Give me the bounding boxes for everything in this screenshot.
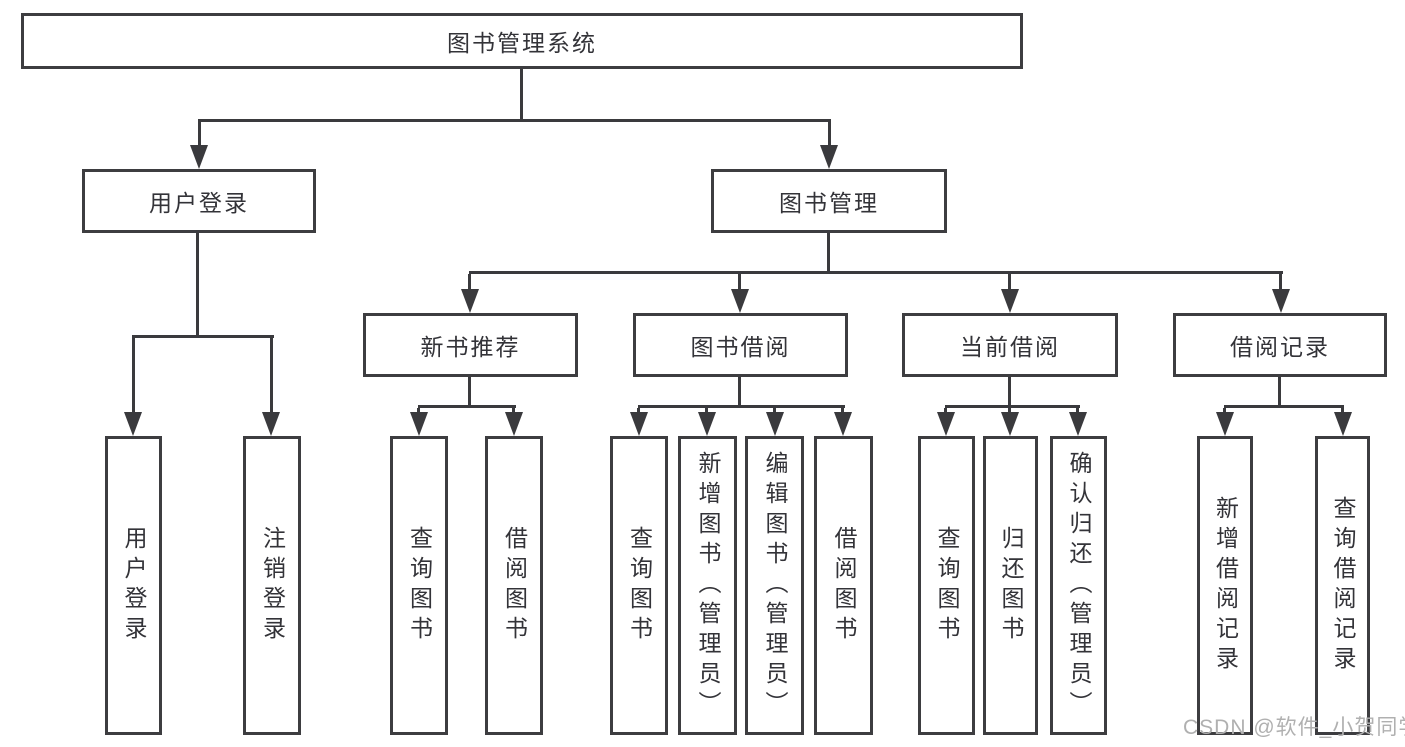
arrow-down-icon (1272, 289, 1290, 313)
connector-line (944, 408, 947, 414)
leaf-query-borrow-record: 查询借阅记录 (1315, 436, 1370, 735)
watermark: CSDN @软件_小贺同学 (1183, 716, 1405, 739)
connector-line (469, 271, 1283, 274)
connector-line (198, 122, 201, 148)
connector-line (841, 408, 844, 414)
arrow-down-icon (834, 412, 852, 436)
connector-line (637, 408, 640, 414)
connector-line (773, 408, 776, 414)
connector-line (132, 335, 274, 338)
leaf-borrow-books-borrowing: 借阅图书 (814, 436, 873, 735)
connector-line (417, 408, 420, 414)
connector-line (132, 338, 135, 414)
connector-line (638, 405, 845, 408)
node-borrowing-records: 借阅记录 (1173, 313, 1387, 377)
arrow-down-icon (1069, 412, 1087, 436)
connector-line (270, 338, 273, 414)
arrow-down-icon (505, 412, 523, 436)
arrow-down-icon (190, 145, 208, 169)
leaf-confirm-return-admin: 确认归还（管理员） (1050, 436, 1107, 735)
node-new-book-recommend: 新书推荐 (363, 313, 578, 377)
leaf-query-books-current: 查询图书 (918, 436, 975, 735)
connector-line (705, 408, 708, 414)
arrow-down-icon (410, 412, 428, 436)
arrow-down-icon (1334, 412, 1352, 436)
connector-line (418, 405, 516, 408)
connector-line (1008, 274, 1011, 292)
connector-line (1279, 274, 1282, 292)
connector-line (828, 122, 831, 148)
leaf-logout: 注销登录 (243, 436, 301, 735)
connector-line (827, 233, 830, 273)
arrow-down-icon (630, 412, 648, 436)
arrow-down-icon (124, 412, 142, 436)
node-root: 图书管理系统 (21, 13, 1023, 69)
leaf-query-books-recommend: 查询图书 (390, 436, 448, 735)
connector-line (468, 377, 471, 407)
leaf-query-books-borrowing: 查询图书 (610, 436, 668, 735)
connector-line (1008, 408, 1011, 414)
node-user-login: 用户登录 (82, 169, 316, 233)
leaf-return-books: 归还图书 (983, 436, 1038, 735)
leaf-user-login: 用户登录 (105, 436, 162, 735)
leaf-add-book-admin: 新增图书（管理员） (678, 436, 737, 735)
connector-line (468, 274, 471, 292)
node-book-management: 图书管理 (711, 169, 947, 233)
connector-line (1224, 405, 1344, 408)
arrow-down-icon (461, 289, 479, 313)
connector-line (1223, 408, 1226, 414)
connector-line (738, 274, 741, 292)
connector-line (738, 377, 741, 407)
connector-line (512, 408, 515, 414)
arrow-down-icon (937, 412, 955, 436)
arrow-down-icon (766, 412, 784, 436)
leaf-borrow-books-recommend: 借阅图书 (485, 436, 543, 735)
arrow-down-icon (1216, 412, 1234, 436)
connector-line (1341, 408, 1344, 414)
leaf-edit-book-admin: 编辑图书（管理员） (745, 436, 804, 735)
arrow-down-icon (1001, 289, 1019, 313)
connector-line (1076, 408, 1079, 414)
node-book-borrowing: 图书借阅 (633, 313, 848, 377)
connector-line (520, 69, 523, 121)
leaf-add-borrow-record: 新增借阅记录 (1197, 436, 1253, 735)
connector-line (198, 119, 831, 122)
arrow-down-icon (820, 145, 838, 169)
connector-line (1278, 377, 1281, 407)
node-current-borrowing: 当前借阅 (902, 313, 1118, 377)
arrow-down-icon (262, 412, 280, 436)
connector-line (945, 405, 1080, 408)
connector-line (196, 233, 199, 337)
connector-line (1008, 377, 1011, 407)
arrow-down-icon (1001, 412, 1019, 436)
arrow-down-icon (731, 289, 749, 313)
arrow-down-icon (698, 412, 716, 436)
